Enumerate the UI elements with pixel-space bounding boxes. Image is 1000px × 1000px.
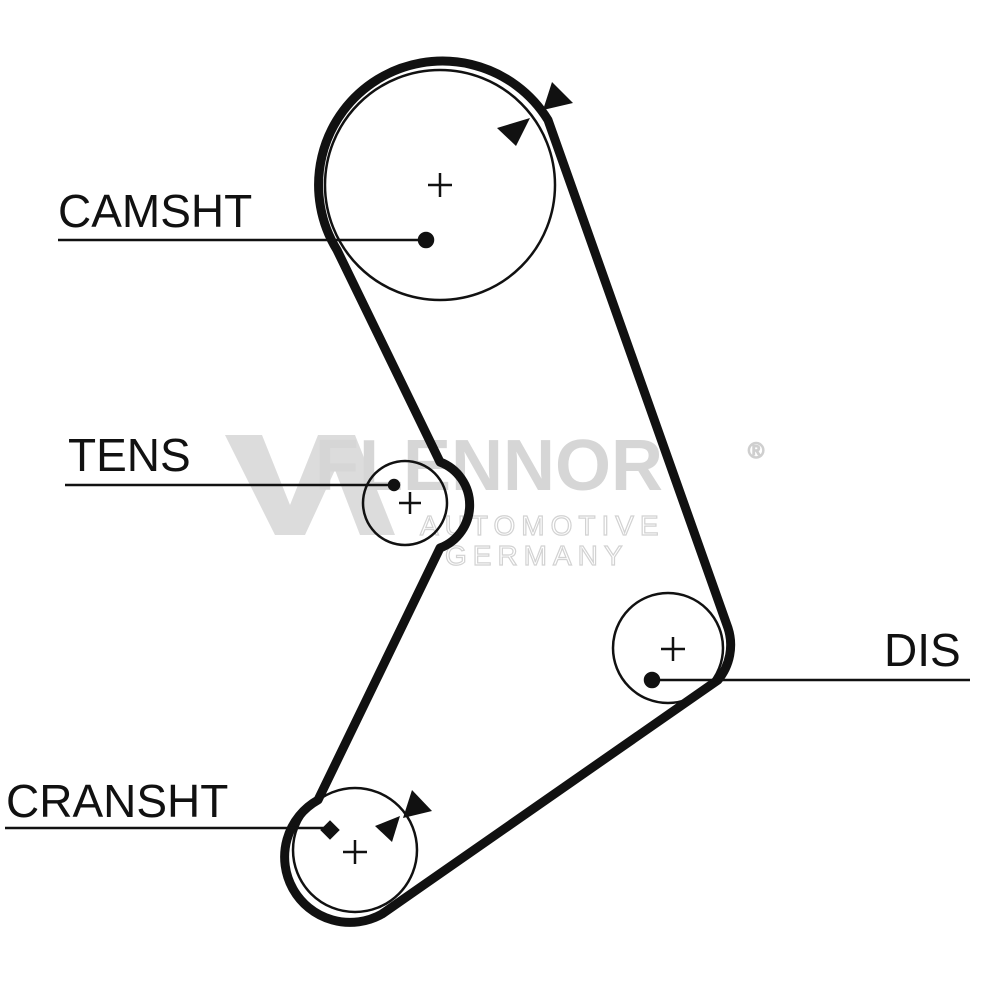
timing-belt <box>280 56 736 927</box>
camshaft-center-cross <box>428 173 452 197</box>
distributor-center-cross <box>661 637 685 661</box>
crankshaft-pulley <box>291 786 419 914</box>
camshaft-label: CAMSHT <box>58 185 252 237</box>
camshaft-leader <box>58 231 435 249</box>
distributor-leader <box>643 671 970 689</box>
watermark-brand: FLENNOR <box>315 426 663 506</box>
distributor-pulley <box>611 591 725 705</box>
tensioner-center-cross <box>399 492 421 514</box>
tensioner-leader <box>65 478 401 492</box>
crankshaft-timing-mark <box>375 790 432 842</box>
distributor-label: DIS <box>884 624 961 676</box>
watermark-registered: ® <box>748 438 764 463</box>
crankshaft-leader <box>5 820 340 840</box>
watermark: FLENNOR ® AUTOMOTIVE GERMANY <box>225 426 765 572</box>
tensioner-pulley <box>361 459 449 547</box>
crankshaft-center-cross <box>343 840 367 864</box>
watermark-line2: GERMANY <box>445 540 629 571</box>
camshaft-pulley <box>323 68 557 302</box>
tensioner-label: TENS <box>68 429 191 481</box>
camshaft-timing-mark <box>497 82 573 146</box>
crankshaft-label: CRANSHT <box>6 775 228 827</box>
